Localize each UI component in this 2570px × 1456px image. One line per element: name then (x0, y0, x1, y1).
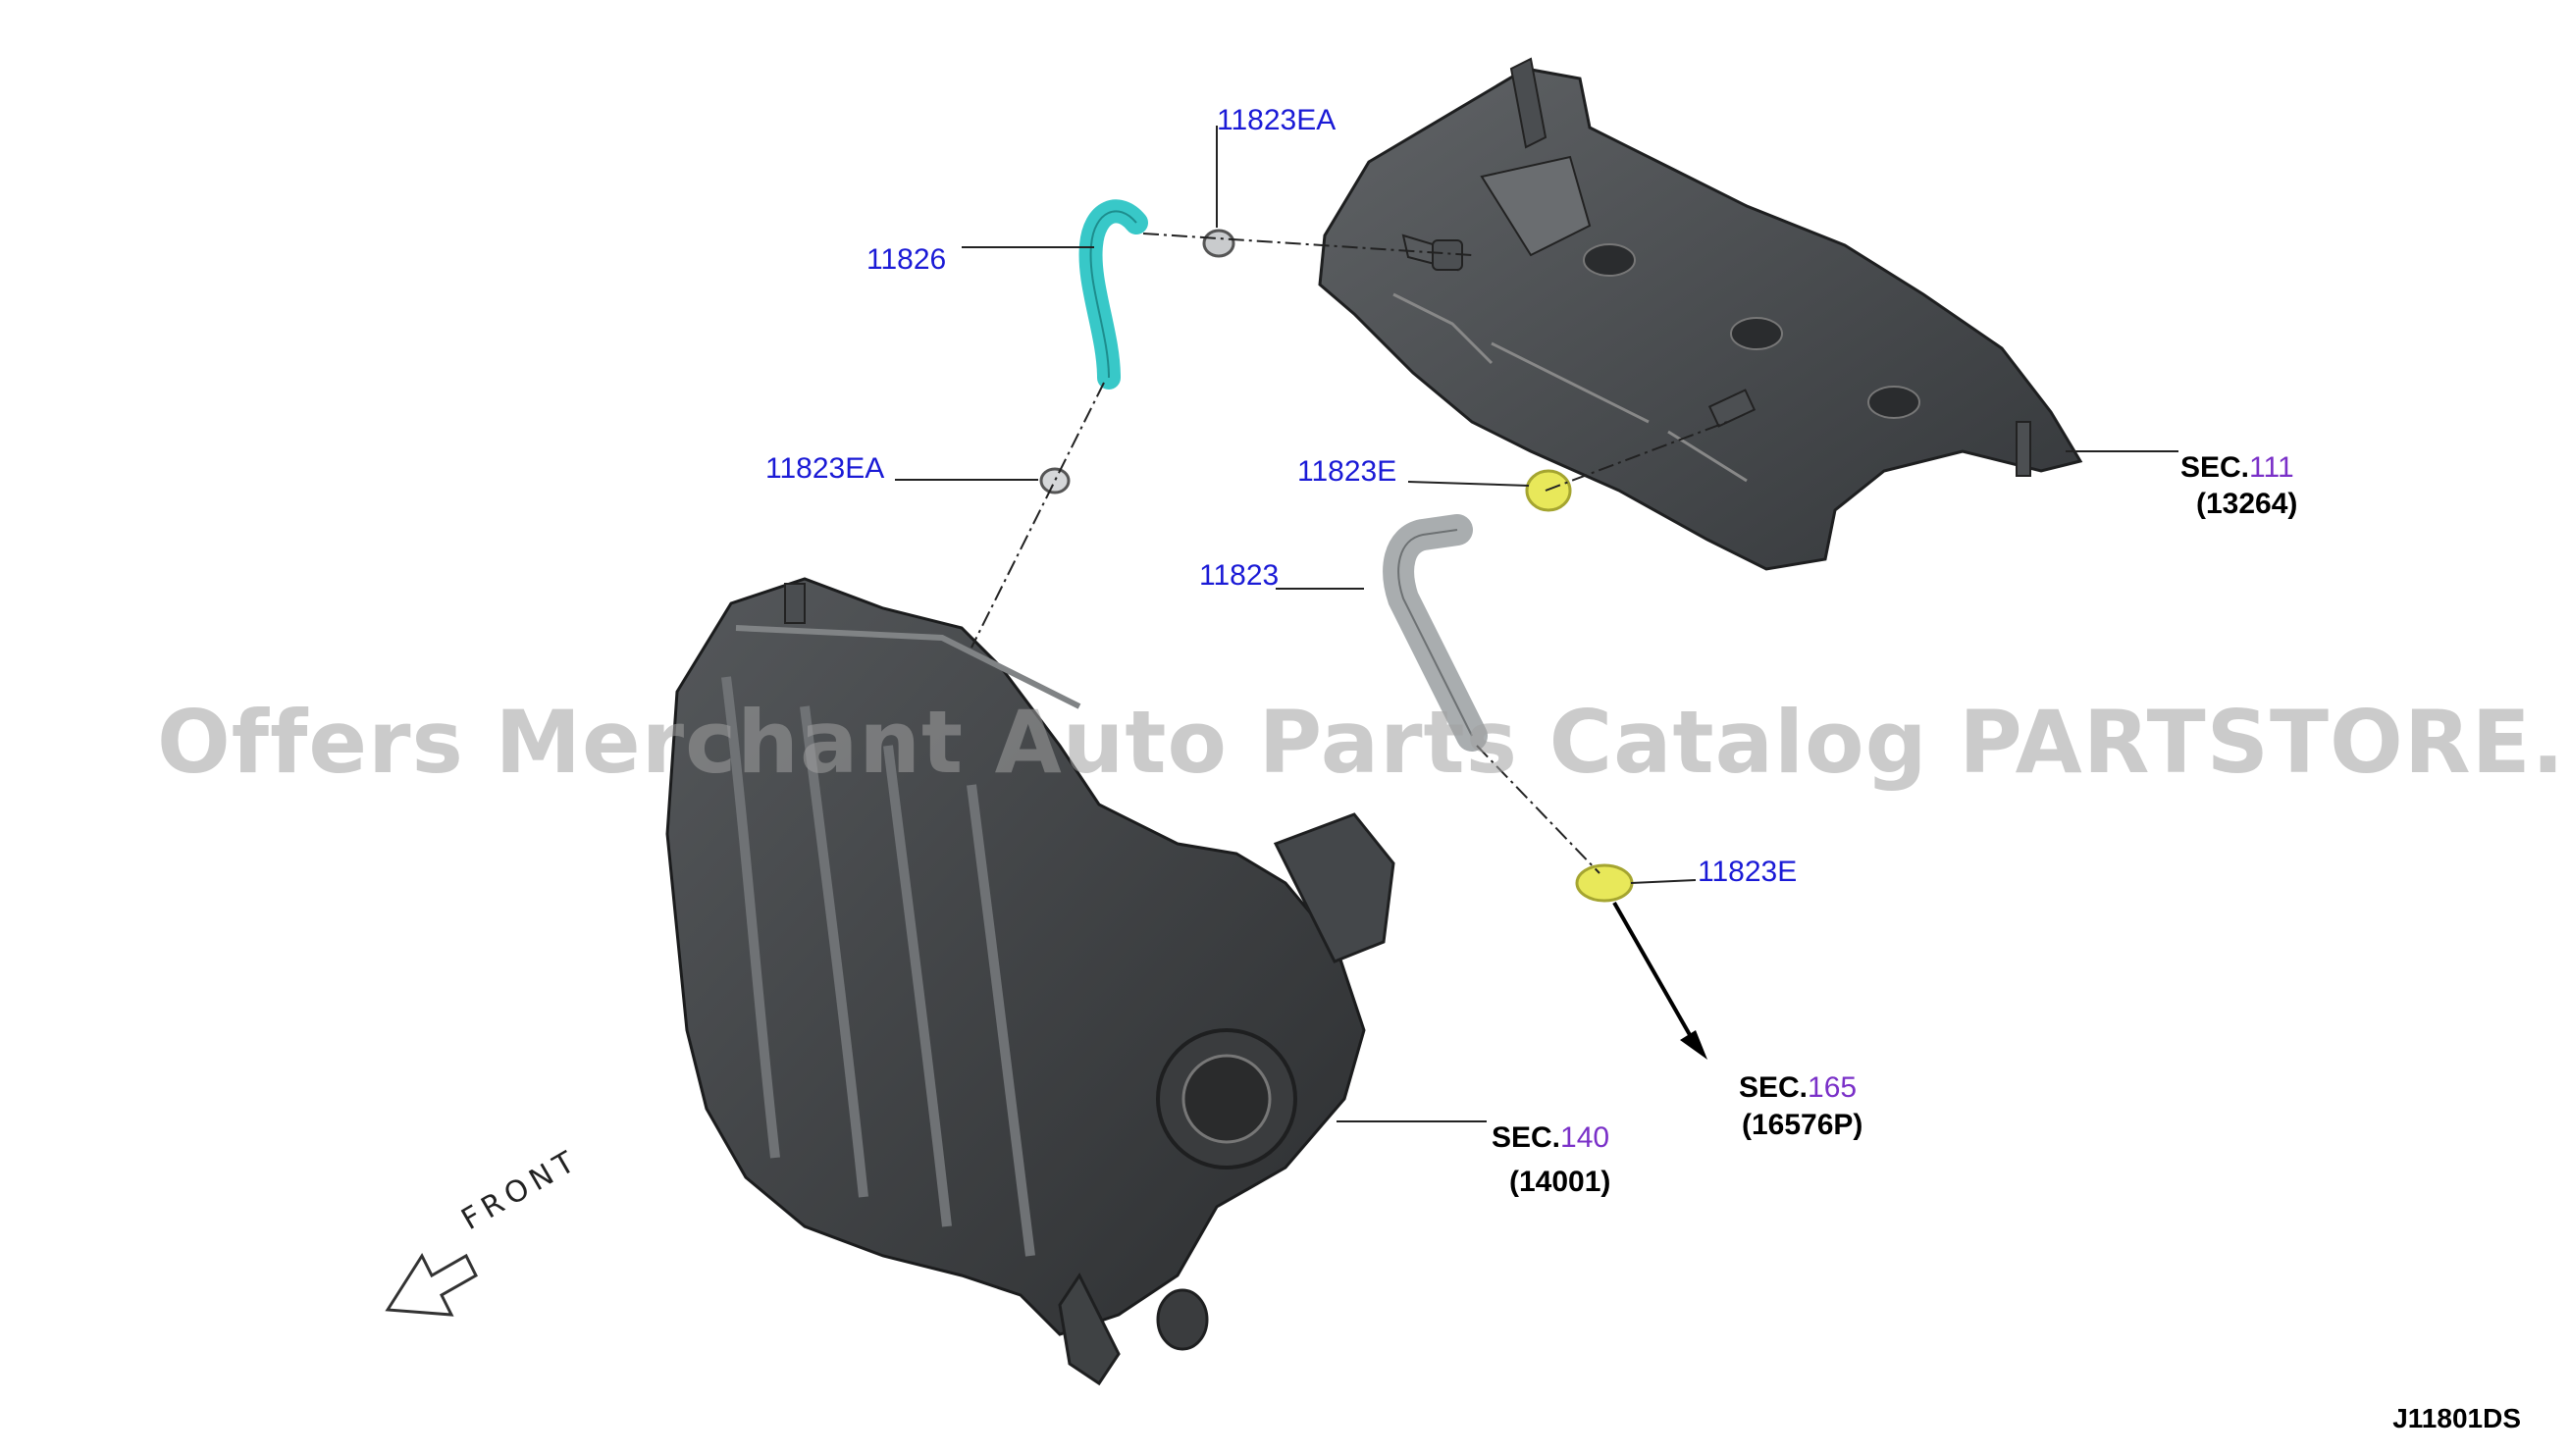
section-111-label: SEC.111 (2180, 451, 2294, 485)
centerlines (970, 233, 1728, 874)
leader-lines (895, 126, 2178, 1122)
watermark: Offers Merchant Auto Parts Catalog PARTS… (157, 692, 2570, 793)
callout-11823E-lower: 11823E (1698, 856, 1798, 888)
section-165-prefix: SEC. (1739, 1071, 1809, 1104)
clamp-11823E-upper (1525, 469, 1572, 512)
section-140-label: SEC.140 (1492, 1121, 1609, 1155)
callout-11823: 11823 (1199, 559, 1280, 592)
section-140-ref: (14001) (1509, 1166, 1611, 1198)
section-140-prefix: SEC. (1492, 1121, 1561, 1154)
callout-11823E-upper: 11823E (1297, 455, 1397, 488)
callout-11823EA-top: 11823EA (1217, 104, 1337, 136)
section-165-ref: (16576P) (1742, 1109, 1863, 1141)
arrow-sec-165 (1612, 902, 1707, 1060)
section-111-number: 111 (2249, 451, 2294, 484)
section-165-number: 165 (1808, 1071, 1858, 1104)
rocker-cover (1318, 57, 2083, 571)
clamp-11823EA-upper (1202, 229, 1235, 258)
section-111-ref: (13264) (2196, 488, 2298, 520)
section-111-prefix: SEC. (2180, 451, 2250, 484)
intake-manifold (665, 577, 1395, 1386)
section-165-label: SEC.165 (1739, 1071, 1857, 1105)
clamp-11823EA-lower (1039, 467, 1071, 494)
callout-11823EA-lower: 11823EA (765, 452, 885, 485)
diagram-code: J11801DS (2392, 1403, 2521, 1433)
section-140-number: 140 (1560, 1121, 1610, 1154)
front-arrow (385, 1252, 478, 1317)
callout-11826: 11826 (866, 243, 947, 276)
hose-11826 (1078, 199, 1148, 390)
clamp-11823E-lower (1575, 863, 1634, 903)
